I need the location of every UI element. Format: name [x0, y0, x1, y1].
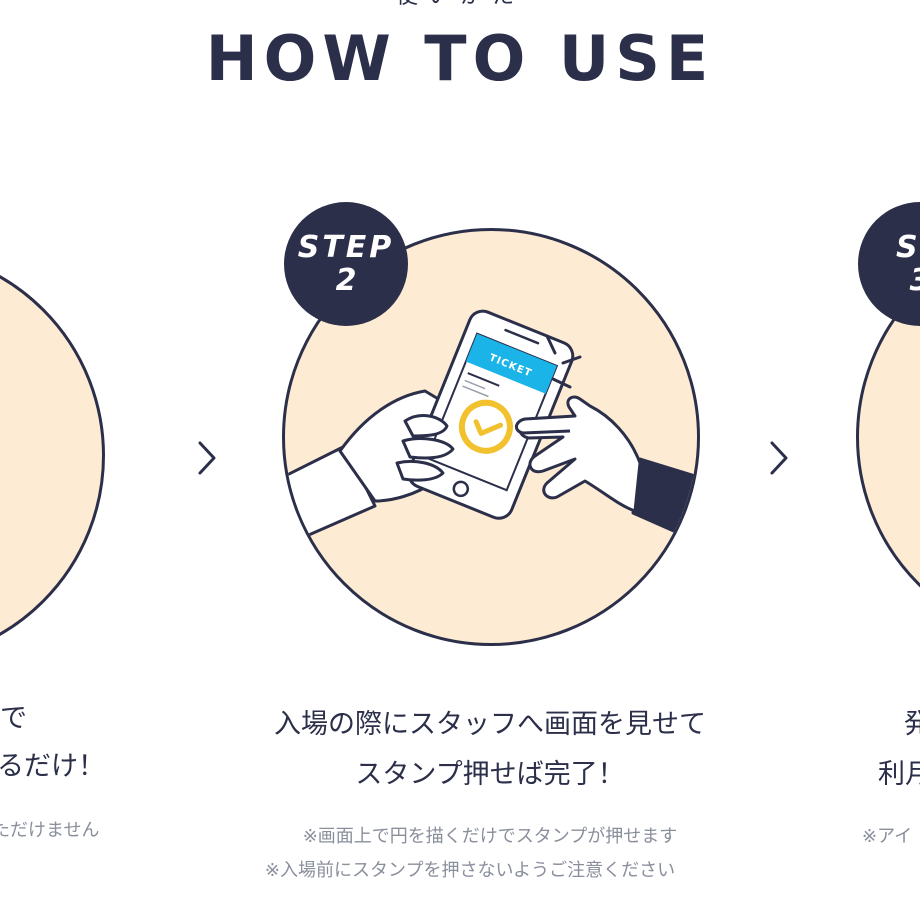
step-2-note-1: ※画面上で円を描くだけでスタンプが押せます [302, 826, 678, 847]
chevron-right-icon [770, 441, 788, 475]
step-2-badge: STEP 2 [284, 202, 408, 326]
step-2-illustration-circle: TICKET [282, 228, 700, 646]
step-1-main-line-2: するだけ！ [0, 751, 105, 782]
step-2-note-2: ※入場前にスタンプを押さないようご注意ください [264, 860, 676, 881]
step-3-note-1: ※アイ [862, 826, 913, 847]
step-1-note-1: ただけません [0, 820, 100, 841]
step-1-main-line-1: で [0, 703, 27, 734]
step-3-main-line-1: 発 [904, 709, 920, 740]
step-2-main-line-1: 入場の際にスタッフへ画面を見せて [274, 709, 706, 740]
step-2-main-line-2: スタンプ押せば完了！ [355, 759, 625, 790]
chevron-right-icon [198, 441, 216, 475]
hand-holding-phone-illustration: TICKET [285, 309, 697, 543]
step-3-badge: ST 3 [858, 202, 920, 326]
step-3-badge-number: 3 [858, 264, 920, 298]
step-3-main-line-2: 利月 [878, 759, 920, 790]
step-2-badge-label: STEP [297, 230, 395, 265]
step-3-badge-label: ST [895, 230, 920, 265]
section-kicker: 使いかた [0, 0, 920, 10]
step-2-badge-number: 2 [335, 263, 357, 298]
section-title: HOW TO USE [205, 22, 715, 95]
step-1-illustration-circle [0, 248, 105, 663]
